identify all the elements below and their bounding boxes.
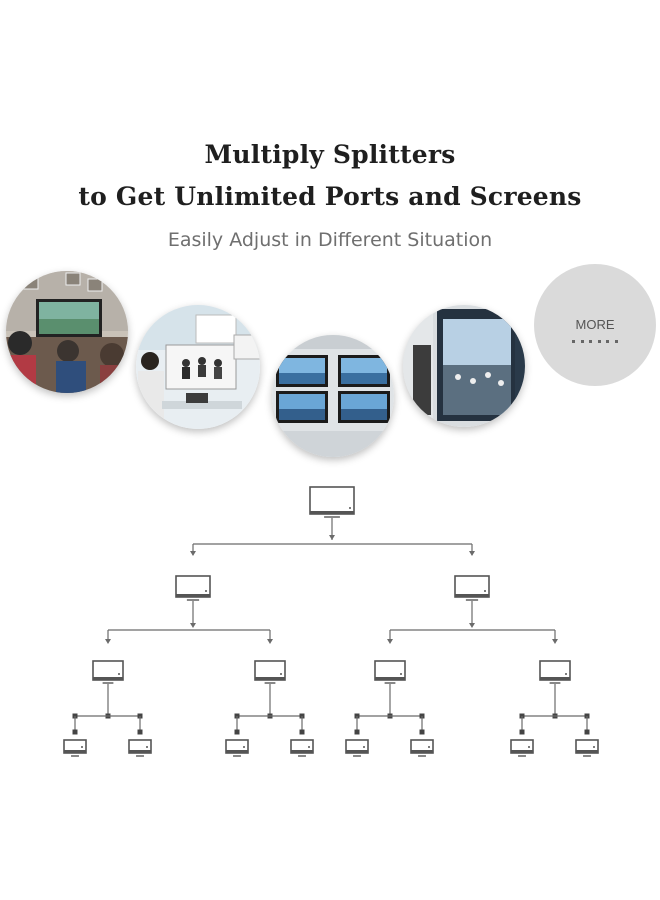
more-label: MORE bbox=[575, 317, 615, 332]
arrow-head-icon bbox=[190, 623, 196, 628]
monitor-icon bbox=[374, 660, 406, 684]
arrow-head-icon bbox=[105, 639, 111, 644]
arrow-head-icon bbox=[190, 551, 196, 556]
arrow-head-icon bbox=[552, 639, 558, 644]
monitor-icon bbox=[63, 739, 87, 757]
arrow-head-icon bbox=[469, 623, 475, 628]
junction-node bbox=[234, 729, 240, 735]
more-dots-icon bbox=[572, 340, 618, 344]
scenario-video-wall-photo bbox=[272, 335, 394, 457]
junction-node bbox=[419, 729, 425, 735]
monitor-icon bbox=[92, 660, 124, 684]
junction-node bbox=[519, 729, 525, 735]
arrow-head-icon bbox=[387, 639, 393, 644]
scenario-office-meeting-photo bbox=[136, 305, 260, 429]
monitor-icon bbox=[175, 575, 211, 601]
junction-node bbox=[354, 729, 360, 735]
monitor-icon bbox=[345, 739, 369, 757]
monitor-icon bbox=[254, 660, 286, 684]
monitor-icon bbox=[309, 486, 355, 518]
junction-node bbox=[72, 729, 78, 735]
junction-node bbox=[299, 729, 305, 735]
arrow-head-icon bbox=[267, 639, 273, 644]
subtitle: Easily Adjust in Different Situation bbox=[167, 229, 493, 251]
monitor-icon bbox=[575, 739, 599, 757]
arrow-head-icon bbox=[329, 535, 335, 540]
headline-line-2: to Get Unlimited Ports and Screens bbox=[78, 182, 582, 211]
headline-line-1: Multiply Splitters bbox=[204, 140, 456, 169]
monitor-icon bbox=[410, 739, 434, 757]
arrow-head-icon bbox=[469, 551, 475, 556]
monitor-icon bbox=[510, 739, 534, 757]
monitor-icon bbox=[454, 575, 490, 601]
junction-node bbox=[584, 729, 590, 735]
monitor-icon bbox=[539, 660, 571, 684]
splitter-cascade-diagram bbox=[63, 486, 599, 757]
monitor-icon bbox=[225, 739, 249, 757]
more-scenarios-button[interactable]: MORE bbox=[534, 264, 656, 386]
scenario-digital-signage-photo bbox=[403, 305, 525, 427]
junction-node bbox=[137, 729, 143, 735]
monitor-icon bbox=[290, 739, 314, 757]
scenario-home-tv-photo bbox=[6, 271, 128, 393]
monitor-icon bbox=[128, 739, 152, 757]
